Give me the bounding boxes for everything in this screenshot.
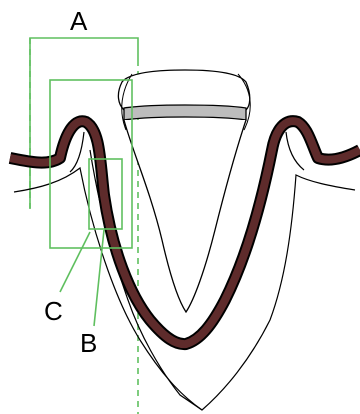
region-c-box — [50, 80, 132, 248]
tooth-cap-band — [124, 105, 246, 120]
right-rim-lip — [286, 132, 304, 170]
label-b: B — [80, 328, 97, 358]
leader-line-c — [60, 232, 90, 292]
tooth-crown-outline — [118, 70, 249, 110]
label-a: A — [70, 6, 88, 36]
label-c: C — [44, 296, 63, 326]
